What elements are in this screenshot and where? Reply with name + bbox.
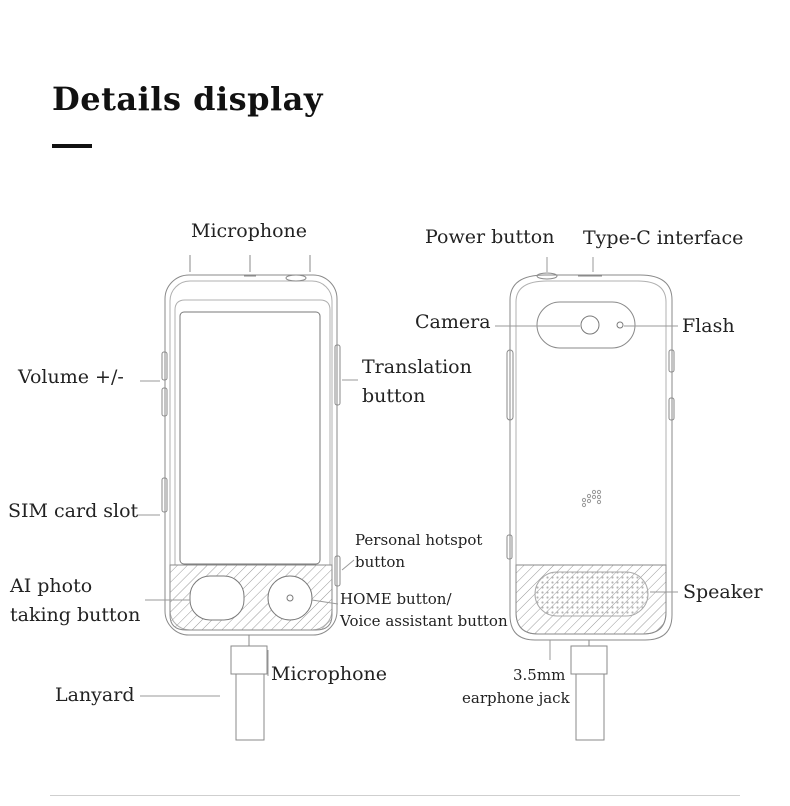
- label-earphone-line1: 3.5mm: [513, 666, 566, 684]
- back-logo: [581, 489, 602, 508]
- label-personal-hotspot-line2: button: [355, 553, 406, 571]
- label-camera: Camera: [415, 311, 491, 333]
- label-translation-line1: Translation: [362, 356, 472, 378]
- label-home-line1: HOME button/: [340, 590, 452, 608]
- label-ai-photo-line1: AI photo: [10, 575, 93, 597]
- back-lanyard-clip: [570, 645, 608, 675]
- back-lanyard-strap: [575, 673, 605, 741]
- label-personal-hotspot-line1: Personal hotspot: [355, 531, 483, 549]
- back-device: [495, 257, 678, 741]
- home-button-shape: [267, 575, 313, 621]
- camera-module: [536, 301, 636, 349]
- bottom-divider: [50, 795, 740, 796]
- label-lanyard: Lanyard: [55, 684, 135, 706]
- title-underline: [52, 144, 92, 148]
- label-earphone-line2: earphone jack: [462, 689, 570, 707]
- label-flash: Flash: [682, 315, 735, 337]
- speaker-grille: [534, 571, 649, 617]
- flash-led: [616, 321, 624, 329]
- label-microphone-bottom: Microphone: [271, 663, 388, 685]
- label-microphone-top: Microphone: [191, 220, 308, 242]
- label-power-button: Power button: [425, 226, 555, 248]
- back-body-outline: [509, 274, 673, 641]
- ai-photo-button-shape: [189, 575, 245, 621]
- front-screen: [179, 311, 321, 565]
- label-translation-line2: button: [362, 385, 426, 407]
- label-volume: Volume +/-: [18, 366, 124, 388]
- label-ai-photo-line2: taking button: [10, 604, 141, 626]
- front-body-outline: [164, 274, 338, 636]
- label-sim-card-slot: SIM card slot: [8, 500, 139, 522]
- camera-lens: [580, 315, 600, 335]
- label-speaker: Speaker: [683, 581, 763, 603]
- lanyard-clip: [230, 645, 268, 675]
- label-home-line2: Voice assistant button: [340, 612, 508, 630]
- label-type-c: Type-C interface: [583, 227, 744, 249]
- page-title: Details display: [52, 80, 323, 118]
- front-device: [137, 255, 358, 741]
- lanyard-strap: [235, 673, 265, 741]
